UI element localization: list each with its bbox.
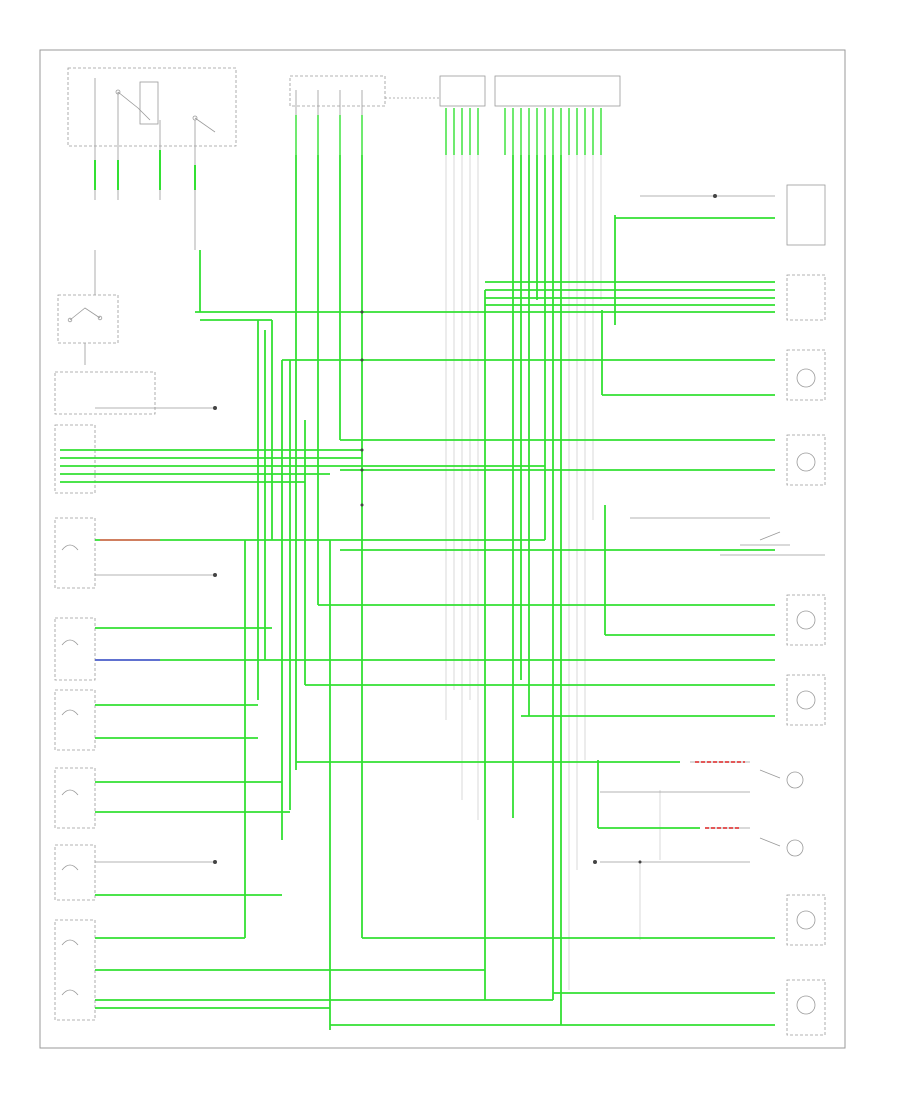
horizontal-wires	[60, 217, 775, 1026]
light-indicators	[786, 274, 826, 1036]
instrument-connector-a	[289, 75, 386, 115]
connector-pins	[295, 108, 602, 155]
diagram-frame	[39, 49, 846, 1049]
turn-lamp-right	[759, 769, 804, 789]
instrument-connector-b	[385, 75, 621, 107]
fuse-links	[94, 150, 196, 190]
rheostat	[786, 184, 826, 246]
light-control-switch	[57, 250, 119, 365]
junction-dots	[213, 194, 717, 864]
parking-brake-switch	[720, 531, 825, 556]
vertical-wires	[199, 155, 616, 1030]
combination-switch	[54, 371, 156, 494]
turn-lamp-left	[759, 837, 804, 857]
fuse-box	[67, 67, 237, 250]
instrument-cluster	[54, 517, 96, 1021]
colored-wire-segments	[95, 539, 745, 829]
